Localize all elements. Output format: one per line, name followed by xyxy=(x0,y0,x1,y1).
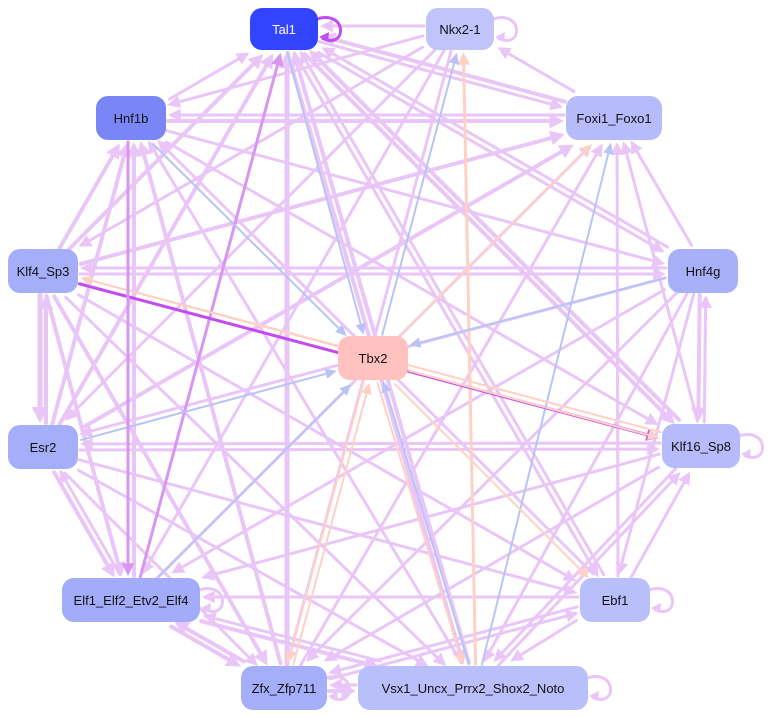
node-tbx2[interactable]: Tbx2 xyxy=(338,336,408,380)
edge-hnf4g-to-ebf1 xyxy=(615,292,696,576)
edge-klf16-to-vsx1 xyxy=(493,466,678,662)
edge-hnf4g-to-klf16 xyxy=(691,292,706,422)
node-esr2[interactable]: Esr2 xyxy=(8,425,78,469)
edge-klf4-to-foxi1 xyxy=(78,130,565,266)
node-nkx2[interactable]: Nkx2-1 xyxy=(426,8,494,50)
edge-klf4-to-hnf4g xyxy=(78,267,666,281)
self-loop-ebf1 xyxy=(645,587,675,613)
edge-tbx2-to-klf4 xyxy=(80,275,338,347)
edge-tal1-to-tbx2 xyxy=(286,51,366,335)
edge-zfx-to-tal1 xyxy=(278,52,296,667)
edge-esr2-to-elf1 xyxy=(52,470,115,578)
edge-elf1-to-tal1 xyxy=(138,52,284,579)
edge-ebf1-to-foxi1 xyxy=(610,141,624,578)
edge-tbx2-to-nkx2 xyxy=(381,52,459,336)
node-foxi1[interactable]: Foxi1_Foxo1 xyxy=(566,96,662,140)
edge-klf4-to-tal1 xyxy=(67,54,264,252)
node-elf1[interactable]: Elf1_Elf2_Etv2_Elf4 xyxy=(62,578,200,622)
edge-vsx1-to-klf16 xyxy=(496,472,681,668)
self-loop-elf1 xyxy=(195,587,225,613)
edge-klf16-to-elf1 xyxy=(201,452,661,581)
edge-vsx1-to-tbx2 xyxy=(381,381,470,665)
edge-klf16-to-zfx xyxy=(323,465,660,662)
edge-tbx2-to-ebf1 xyxy=(393,383,589,579)
edge-zfx-to-foxi1 xyxy=(298,143,603,668)
edge-zfx-to-tbx2 xyxy=(292,382,372,666)
edge-tal1-to-foxi1 xyxy=(317,40,564,111)
edge-klf16-to-esr2 xyxy=(79,437,662,451)
self-loop-nkx2 xyxy=(489,16,519,42)
self-loop-tal1 xyxy=(313,16,343,42)
edge-foxi1-to-hnf1b xyxy=(168,108,566,122)
edge-zfx-to-elf1 xyxy=(174,621,246,664)
edge-vsx1-to-elf1 xyxy=(202,612,382,663)
edge-ebf1-to-zfx xyxy=(328,605,579,676)
edge-elf1-to-tbx2 xyxy=(156,384,352,580)
edge-elf1-to-zfx xyxy=(169,624,241,667)
edge-tbx2-to-zfx xyxy=(285,380,365,664)
edge-ebf1-to-vsx1 xyxy=(510,618,578,662)
edge-hnf1b-to-elf1 xyxy=(121,140,135,576)
node-ebf1[interactable]: Ebf1 xyxy=(580,578,650,622)
edge-ebf1-to-elf1 xyxy=(202,590,580,604)
node-tal1[interactable]: Tal1 xyxy=(250,8,318,50)
edge-klf16-to-hnf4g xyxy=(699,295,712,424)
node-klf16[interactable]: Klf16_Sp8 xyxy=(662,424,740,468)
edge-hnf4g-to-klf4 xyxy=(80,261,668,275)
edge-hnf1b-to-foxi1 xyxy=(166,113,564,129)
edge-tbx2-to-klf16 xyxy=(408,369,660,441)
edge-hnf4g-to-tbx2 xyxy=(409,276,667,348)
edge-esr2-to-foxi1 xyxy=(79,144,574,431)
edge-vsx1-to-hnf1b xyxy=(147,140,463,664)
node-vsx1[interactable]: Vsx1_Uncx_Prrx2_Shox2_Noto xyxy=(358,666,588,710)
edge-esr2-to-tbx2 xyxy=(79,368,337,441)
edge-tal1-to-hnf4g xyxy=(316,50,665,253)
edge-tbx2-to-foxi1 xyxy=(398,144,593,338)
edge-hnf4g-to-foxi1 xyxy=(630,140,694,247)
node-hnf4g[interactable]: Hnf4g xyxy=(668,249,738,293)
edge-klf4-to-hnf1b xyxy=(57,143,120,251)
edge-elf1-to-hnf1b xyxy=(126,142,142,578)
edge-nkx2-to-tal1 xyxy=(320,19,426,33)
edge-hnf1b-to-tbx2 xyxy=(152,143,347,337)
edge-tbx2-to-vsx1 xyxy=(376,381,465,665)
node-hnf1b[interactable]: Hnf1b xyxy=(96,96,166,140)
edge-hnf1b-to-tal1 xyxy=(168,52,250,101)
edge-nkx2-to-hnf1b xyxy=(167,34,425,108)
edge-hnf4g-to-elf1 xyxy=(171,288,667,574)
edge-klf16-to-foxi1 xyxy=(620,141,700,423)
edge-foxi1-to-nkx2 xyxy=(497,47,576,93)
self-loop-zfx xyxy=(322,675,352,701)
edge-hnf4g-to-zfx xyxy=(305,291,679,662)
self-loop-vsx1 xyxy=(583,675,613,701)
edge-vsx1-to-nkx2 xyxy=(457,51,478,666)
self-loop-klf16 xyxy=(735,433,765,459)
edge-klf4-to-zfx xyxy=(52,294,268,666)
node-zfx[interactable]: Zfx_Zfp711 xyxy=(241,666,327,710)
edge-ebf1-to-klf16 xyxy=(629,471,691,579)
edge-elf1-to-esr2 xyxy=(59,469,122,577)
node-klf4[interactable]: Klf4_Sp3 xyxy=(8,249,78,293)
edge-hnf1b-to-klf16 xyxy=(165,140,659,426)
